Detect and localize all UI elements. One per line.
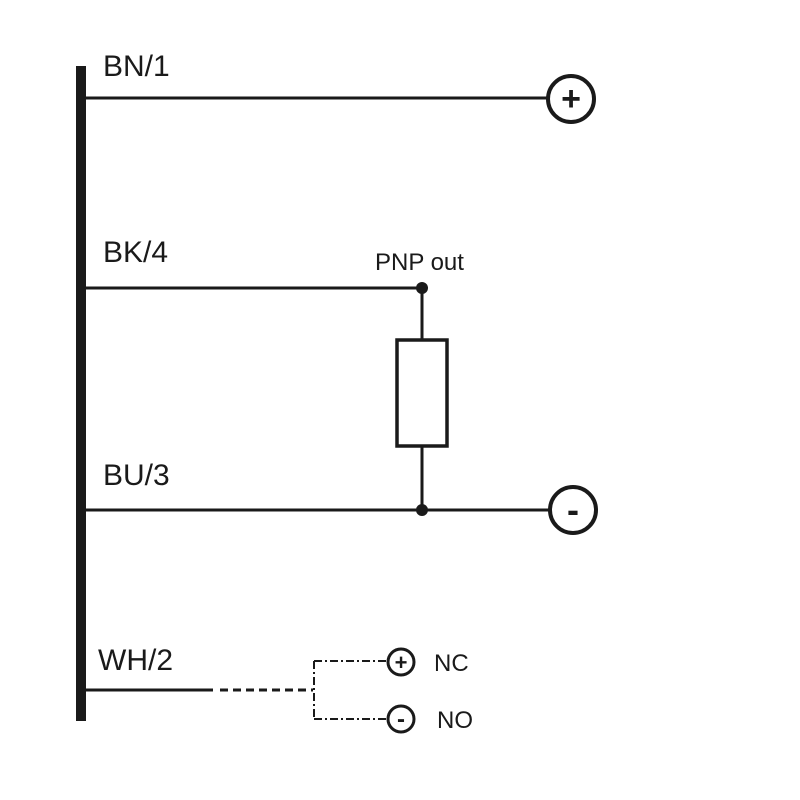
label-bu3: BU/3 (103, 459, 170, 492)
no-terminal: - (386, 704, 416, 734)
label-no: NO (437, 707, 473, 734)
label-bn1: BN/1 (103, 50, 170, 83)
bus-bar (76, 66, 86, 721)
minus-terminal-symbol: - (567, 489, 579, 530)
no-terminal-symbol: - (397, 706, 405, 733)
minus-terminal: - (548, 485, 598, 535)
label-bk4: BK/4 (103, 236, 168, 269)
plus-terminal-circle (546, 74, 596, 124)
label-wh2: WH/2 (98, 644, 173, 677)
no-terminal-circle (386, 704, 416, 734)
nc-terminal-circle (386, 647, 416, 677)
load-resistor (395, 338, 449, 448)
nc-terminal: + (386, 647, 416, 677)
label-pnp-out: PNP out (375, 249, 464, 276)
minus-terminal-circle (548, 485, 598, 535)
label-nc: NC (434, 650, 469, 677)
nc-terminal-symbol: + (395, 650, 408, 675)
plus-terminal-symbol: + (561, 80, 581, 118)
junction-dot-bottom (416, 504, 428, 516)
plus-terminal: + (546, 74, 596, 124)
